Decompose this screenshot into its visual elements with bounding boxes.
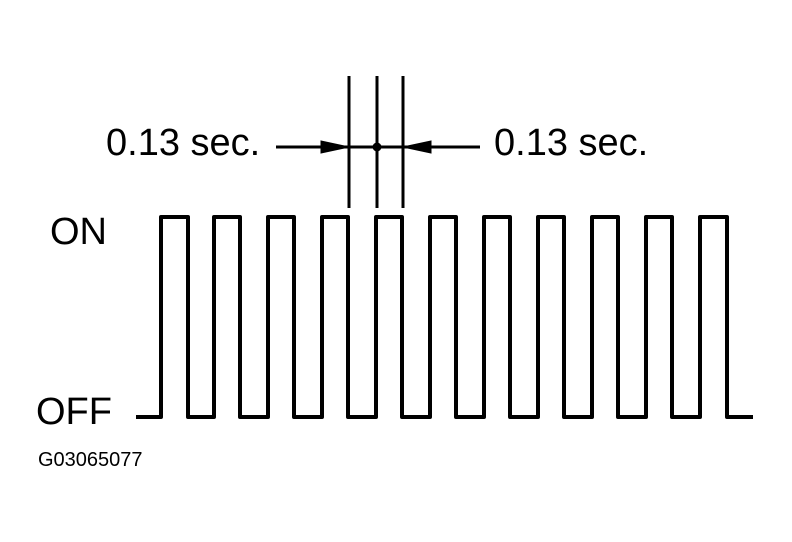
interval-label-right: 0.13 sec. xyxy=(494,122,649,164)
center-dot-icon xyxy=(372,142,382,152)
arrow-left-icon xyxy=(402,140,432,154)
interval-label-left: 0.13 sec. xyxy=(106,122,261,164)
level-label-on: ON xyxy=(50,211,107,253)
dimension-arrows xyxy=(276,140,480,154)
level-label-off: OFF xyxy=(36,391,112,433)
square-wave xyxy=(136,215,753,419)
figure-id-label: G03065077 xyxy=(38,449,143,471)
arrow-right-icon xyxy=(320,140,350,154)
timing-markers xyxy=(347,76,405,208)
